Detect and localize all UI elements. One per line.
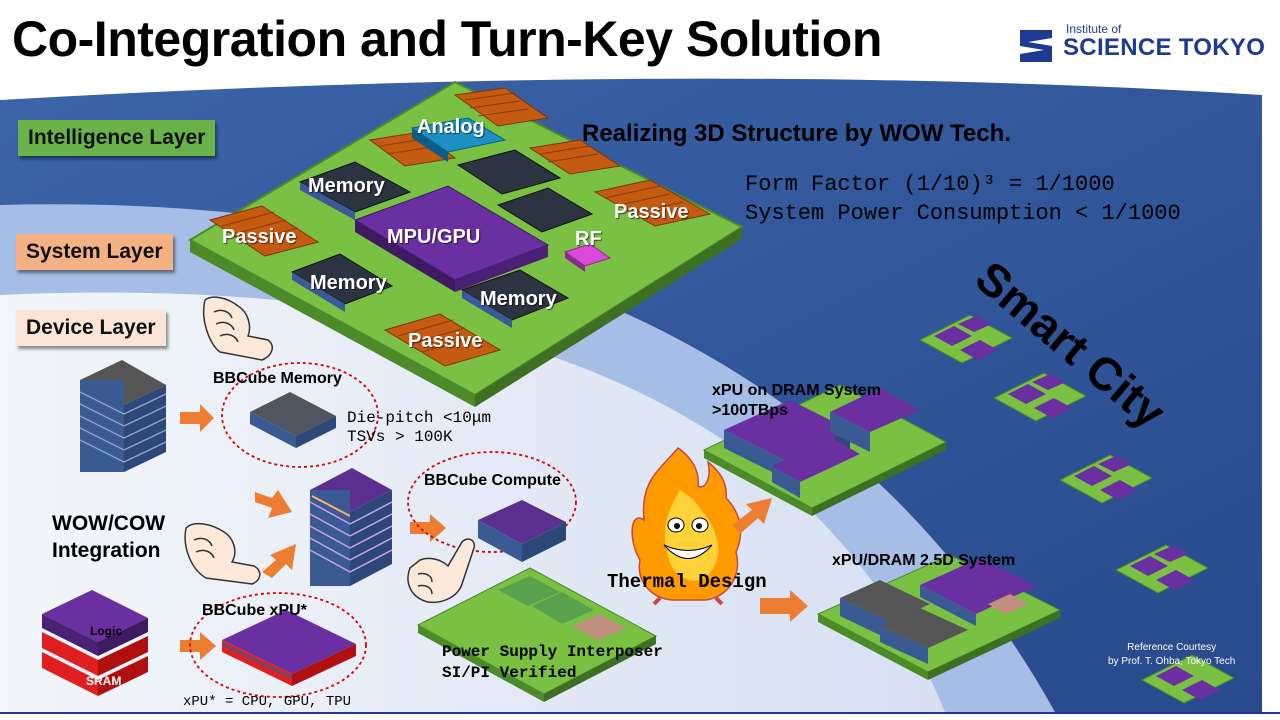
bbcube-memory-ellipse bbox=[221, 362, 379, 468]
passive-label-bottom: Passive bbox=[408, 330, 483, 352]
thermal-design-label: Thermal Design bbox=[607, 571, 767, 593]
arrow-icon-4 bbox=[410, 514, 446, 542]
memory-chip-bottom bbox=[460, 269, 570, 321]
arrow-icon-5 bbox=[180, 632, 216, 660]
memory-label-1: Memory bbox=[308, 175, 385, 197]
sram-label: SRAM bbox=[86, 674, 122, 688]
passive-array-right bbox=[528, 139, 622, 175]
smart-city-modules bbox=[918, 314, 1236, 704]
passive-array-bottom bbox=[383, 313, 502, 367]
xpu-on-dram-system bbox=[702, 384, 948, 516]
science-tokyo-logo-icon bbox=[1020, 30, 1052, 62]
logic-sram-stack bbox=[42, 590, 148, 696]
passive-array-right2 bbox=[593, 179, 712, 227]
bbcube-xpu-label: BBCube xPU* bbox=[202, 602, 307, 619]
tsvs-text: TSVs > 100K bbox=[347, 428, 453, 446]
analog-label: Analog bbox=[417, 116, 485, 138]
memory-chip-top-right bbox=[456, 149, 562, 195]
page-title: Co-Integration and Turn-Key Solution bbox=[12, 11, 882, 67]
bbcube-compute-label: BBCube Compute bbox=[424, 472, 561, 489]
passive-label-right: Passive bbox=[614, 201, 689, 223]
bbcube-xpu-ellipse bbox=[189, 592, 367, 698]
wow-line2: Integration bbox=[52, 539, 161, 562]
arrow-icon-6 bbox=[732, 498, 772, 534]
wow-cow-integration-label: WOW/COW Integration bbox=[52, 510, 165, 564]
bbcube-compute-chip bbox=[478, 500, 566, 562]
headline: Realizing 3D Structure by WOW Tech. bbox=[582, 120, 1011, 147]
power-supply-line2: SI/PI Verified bbox=[442, 664, 577, 682]
arrow-icon-1 bbox=[180, 404, 214, 432]
rf-label: RF bbox=[575, 228, 602, 250]
arrow-icon-2 bbox=[255, 490, 292, 518]
xpu-on-dram-bandwidth: >100TBps bbox=[712, 402, 789, 419]
passive-array-top2 bbox=[368, 131, 457, 167]
device-layer-label: Device Layer bbox=[16, 310, 166, 346]
passive-label-left: Passive bbox=[222, 226, 297, 248]
reference-courtesy: Reference Courtesy by Prof. T. Ohba, Tok… bbox=[1108, 641, 1235, 669]
board-side-left bbox=[190, 240, 475, 407]
power-supply-interposer bbox=[416, 567, 658, 702]
hand-pointing-icon-3 bbox=[407, 538, 476, 604]
device-region bbox=[0, 292, 945, 712]
memory-stack-left bbox=[79, 360, 167, 472]
die-pitch-text: Die-pitch <10μm bbox=[347, 409, 492, 427]
arrow-icon-7 bbox=[760, 590, 808, 622]
xpu-note: xPU* = CPU, GPU, TPU bbox=[183, 694, 352, 710]
bbcube-memory-label: BBCube Memory bbox=[213, 370, 342, 387]
bbcube-memory-chip bbox=[250, 392, 336, 448]
logo-line2: SCIENCE TOKYO bbox=[1063, 34, 1266, 61]
logo-line1: Institute of bbox=[1066, 22, 1122, 36]
memory-label-2: Memory bbox=[310, 272, 387, 294]
bbcube-xpu-chip bbox=[221, 610, 356, 686]
mpu-gpu-label: MPU/GPU bbox=[387, 226, 481, 248]
xpu-on-dram-label: xPU on DRAM System bbox=[712, 382, 881, 399]
xpu-dram-25d-system bbox=[816, 554, 1062, 680]
intelligence-layer-label: Intelligence Layer bbox=[18, 120, 216, 156]
hand-pointing-icon-2 bbox=[184, 522, 261, 585]
power-supply-line1: Power Supply Interposer bbox=[442, 643, 663, 661]
wow-line1: WOW/COW bbox=[52, 512, 166, 535]
bbcube-compute-ellipse bbox=[407, 451, 577, 553]
passive-array-left bbox=[208, 205, 320, 257]
arrow-icon-3 bbox=[262, 544, 296, 578]
memory-label-3: Memory bbox=[480, 288, 557, 310]
logic-label: Logic bbox=[90, 624, 122, 638]
power-consumption-text: System Power Consumption < 1/1000 bbox=[745, 201, 1181, 226]
reference-line1: Reference Courtesy bbox=[1127, 642, 1217, 653]
flame-icon bbox=[631, 446, 742, 606]
compute-stack bbox=[309, 468, 393, 586]
board-side-right bbox=[475, 227, 742, 407]
reference-line2: by Prof. T. Ohba, Tokyo Tech bbox=[1108, 656, 1236, 667]
hand-pointing-icon-1 bbox=[203, 296, 273, 361]
memory-chip-right bbox=[496, 187, 594, 233]
form-factor-text: Form Factor (1/10)³ = 1/1000 bbox=[745, 172, 1115, 197]
system-layer-label: System Layer bbox=[16, 234, 173, 270]
xpu-dram-25d-label: xPU/DRAM 2.5D System bbox=[832, 552, 1016, 569]
